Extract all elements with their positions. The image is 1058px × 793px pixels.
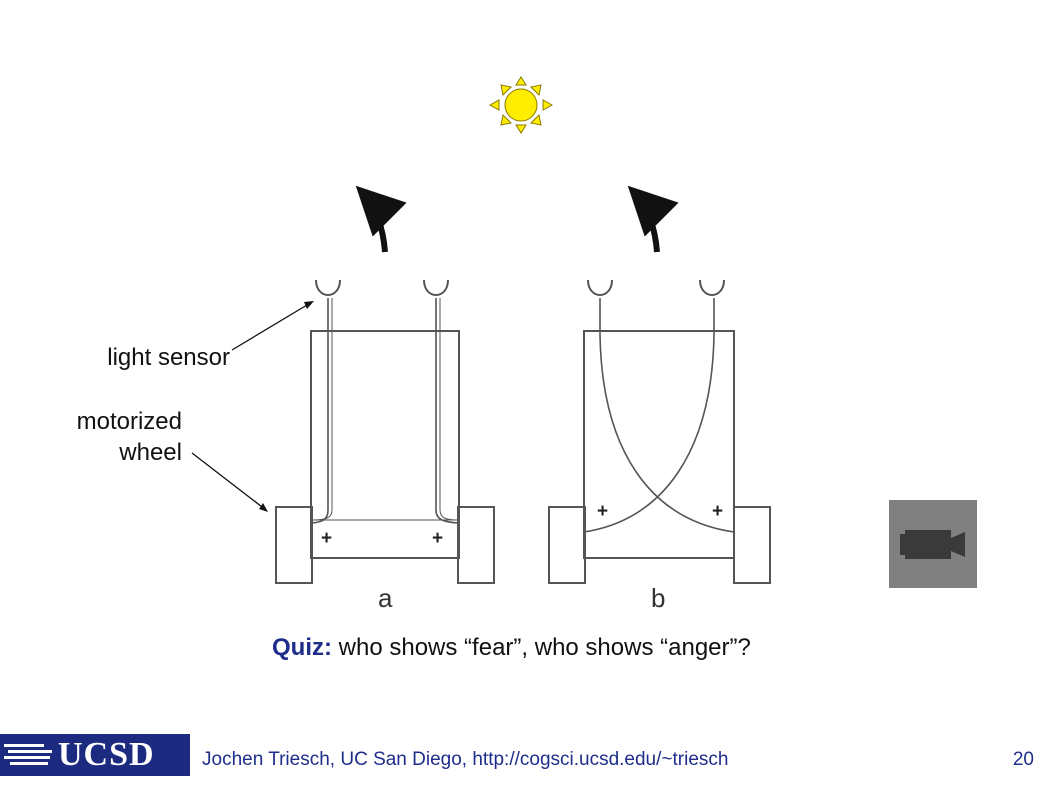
quiz-text: who shows “fear”, who shows “anger”? xyxy=(332,634,751,661)
video-camera-icon xyxy=(900,530,965,559)
ucsd-logo: UCSD xyxy=(0,734,190,776)
vehicle-a-label: a xyxy=(378,583,393,613)
wheel-pointer xyxy=(191,452,267,511)
ucsd-wave-icon xyxy=(4,744,52,765)
motorized-wheel-label-line1: motorized xyxy=(76,408,182,435)
quiz-question: Quiz: who shows “fear”, who shows “anger… xyxy=(272,634,751,662)
vehicle-b xyxy=(548,279,771,584)
vehicle-b-label: b xyxy=(651,583,665,613)
light-sensor-label: light sensor xyxy=(107,344,230,371)
vehicle-b-left-sign: + xyxy=(597,501,608,522)
vehicle-a-right-sign: + xyxy=(432,528,443,549)
direction-arrow-a xyxy=(355,185,407,253)
vehicle-a xyxy=(275,279,495,584)
quiz-keyword: Quiz: xyxy=(272,634,332,661)
vehicle-b-right-sign: + xyxy=(712,501,723,522)
motorized-wheel-label: motorized wheel xyxy=(77,406,182,468)
video-play-button[interactable] xyxy=(889,500,977,588)
sun-icon xyxy=(488,76,554,134)
footer-credit: Jochen Triesch, UC San Diego, http://cog… xyxy=(202,749,729,770)
direction-arrow-b xyxy=(627,185,679,253)
ucsd-logo-text: UCSD xyxy=(58,736,155,773)
page-number: 20 xyxy=(1012,749,1034,770)
light-sensor-pointer xyxy=(231,301,313,351)
vehicle-a-left-sign: + xyxy=(321,528,332,549)
motorized-wheel-label-line2: wheel xyxy=(119,439,182,466)
